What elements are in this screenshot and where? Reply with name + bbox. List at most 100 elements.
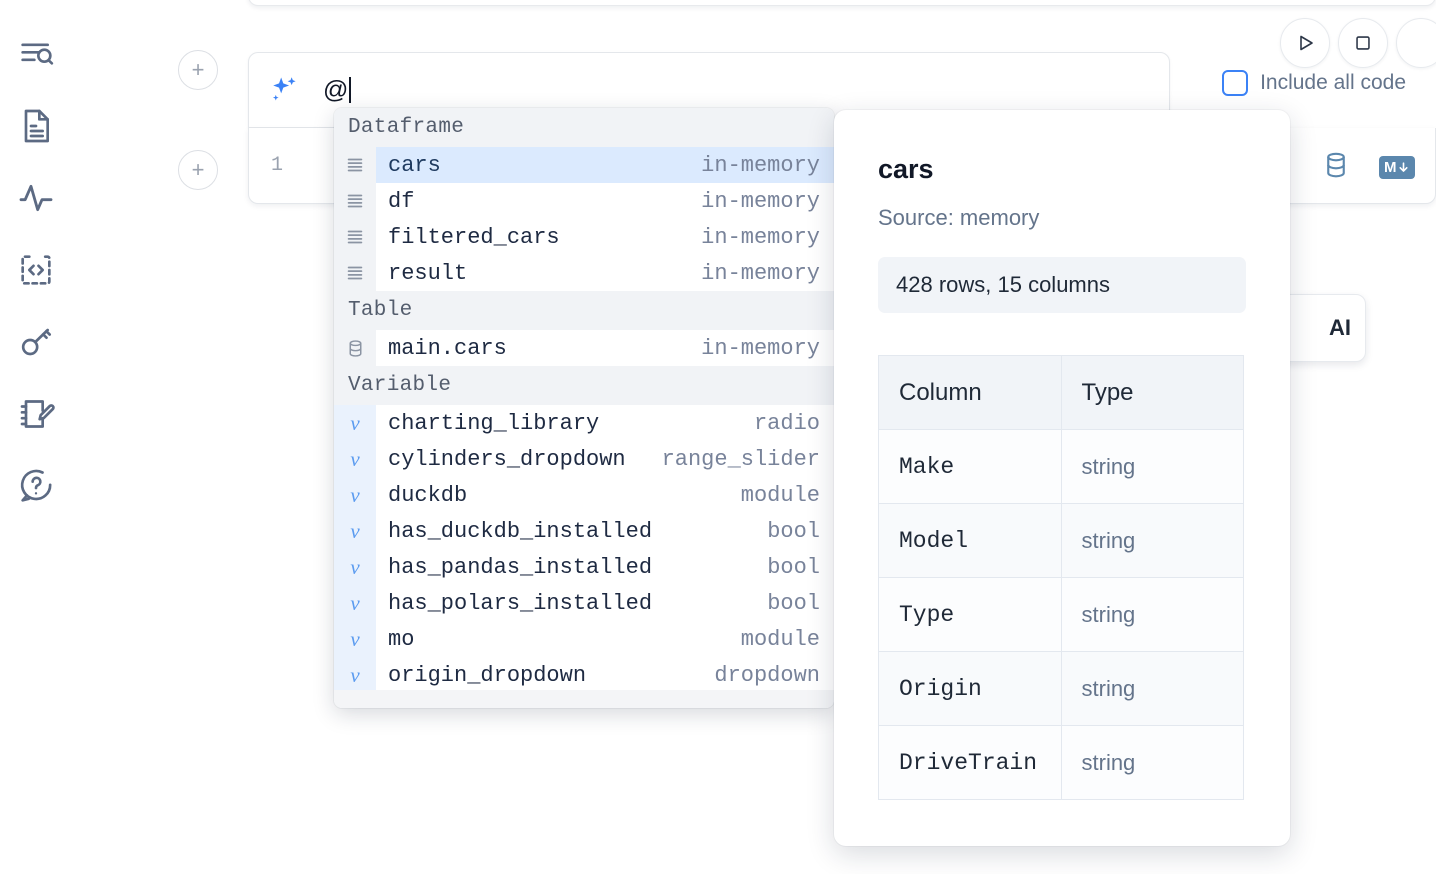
schema-column-name: Origin [878,651,1062,726]
autocomplete-item-type: bool [767,590,820,616]
autocomplete-item-type: range_slider [661,446,820,472]
left-sidebar [0,0,72,874]
variable-icon: v [334,549,376,585]
autocomplete-item[interactable]: v has_duckdb_installed bool [334,513,834,549]
outline-search-icon [16,34,56,74]
autocomplete-item[interactable]: df in-memory [334,183,834,219]
sparkle-icon [267,73,301,107]
schema-col-header: Column [878,355,1062,430]
include-all-code-row[interactable]: Include all code [1222,70,1406,96]
run-cell-button[interactable] [1280,18,1330,68]
autocomplete-item-body: has_polars_installed bool [376,585,834,621]
include-all-code-label: Include all code [1260,71,1406,94]
autocomplete-item-body: charting_library radio [376,405,834,441]
autocomplete-item-label: df [388,188,415,214]
autocomplete-item-label: has_duckdb_installed [388,518,653,544]
markdown-icon[interactable]: M [1379,156,1415,179]
variable-icon: v [334,657,376,693]
text-cursor [349,76,352,103]
autocomplete-item-label: has_polars_installed [388,590,653,616]
stop-cell-button[interactable] [1338,18,1388,68]
schema-column-name: Model [878,503,1062,578]
schema-column-type: string [1060,503,1244,578]
autocomplete-item-label: mo [388,626,415,652]
info-panel-title: cars [878,154,934,184]
table-icon [334,330,376,366]
sidebar-item-scratchpad[interactable] [10,378,62,450]
more-actions-button[interactable] [1396,18,1436,68]
sidebar-item-help[interactable] [10,450,62,522]
cell-run-controls [1280,18,1436,68]
dataframe-icon [334,183,376,219]
ai-prompt-input[interactable]: @ [323,76,352,105]
code-brackets-icon [16,250,56,290]
autocomplete-item-type: in-memory [701,152,820,178]
autocomplete-item-type: in-memory [701,335,820,361]
autocomplete-item[interactable]: v has_polars_installed bool [334,585,834,621]
variable-icon: v [334,585,376,621]
info-panel-source: Source: memory [878,205,1040,230]
schema-column-name: Make [878,429,1062,504]
activity-icon [16,178,56,218]
sidebar-item-notebook[interactable] [10,90,62,162]
variable-icon: v [334,513,376,549]
include-all-code-checkbox[interactable] [1222,70,1249,96]
add-cell-button-bottom[interactable]: + [178,150,218,190]
autocomplete-item-body: cylinders_dropdown range_slider [376,441,834,477]
autocomplete-item-label: charting_library [388,410,600,436]
autocomplete-group-header: Variable [334,366,834,405]
autocomplete-item-type: module [740,626,820,652]
variable-icon: v [334,621,376,657]
autocomplete-item[interactable]: cars in-memory [334,147,834,183]
autocomplete-item-type: bool [767,518,820,544]
dataframe-icon [334,147,376,183]
dataframe-icon [334,255,376,291]
autocomplete-item-body: has_duckdb_installed bool [376,513,834,549]
autocomplete-item-label: duckdb [388,482,468,508]
autocomplete-item-type: in-memory [701,188,820,214]
line-number: 1 [271,154,284,177]
variable-icon: v [334,477,376,513]
completion-info-panel: cars Source: memory 428 rows, 15 columns… [834,110,1290,846]
sidebar-item-explore[interactable] [10,18,62,90]
sidebar-item-activity[interactable] [10,162,62,234]
sidebar-item-snippets[interactable] [10,234,62,306]
document-icon [16,106,56,146]
autocomplete-item-type: in-memory [701,260,820,286]
schema-column-type: string [1060,725,1244,800]
autocomplete-item-type: dropdown [714,662,820,688]
autocomplete-item-label: cars [388,152,441,178]
schema-column-name: Type [878,577,1062,652]
info-panel-shape: 428 rows, 15 columns [878,257,1246,313]
add-cell-button-top[interactable]: + [178,50,218,90]
autocomplete-item-type: radio [753,410,820,436]
autocomplete-item-label: cylinders_dropdown [388,446,626,472]
database-icon[interactable] [1321,150,1351,185]
schema-type-header: Type [1060,355,1244,430]
autocomplete-group-header: Table [334,291,834,330]
sidebar-item-secrets[interactable] [10,306,62,378]
autocomplete-item-label: filtered_cars [388,224,560,250]
